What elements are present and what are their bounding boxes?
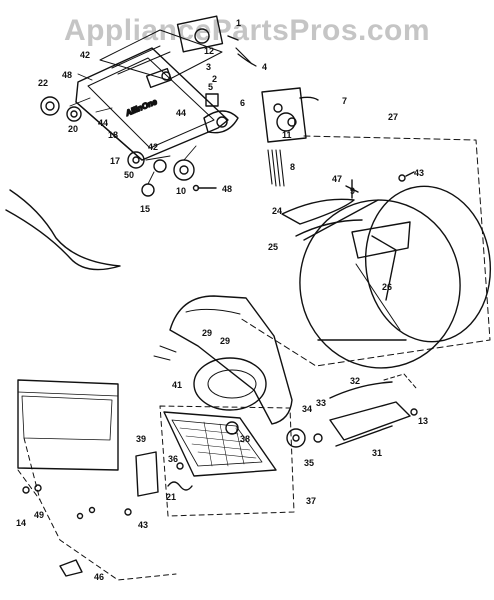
- callout-11: 11: [282, 130, 292, 140]
- door-gasket-41: [193, 357, 267, 411]
- drum-baffle: [371, 235, 397, 301]
- callout-39: 39: [136, 434, 146, 444]
- clip-36: [225, 421, 239, 435]
- selector-switch: [145, 67, 173, 89]
- callout-20: 20: [68, 124, 78, 134]
- screw-43-front: [124, 508, 132, 516]
- callout-44b: 44: [176, 108, 186, 118]
- screw-14: [22, 486, 30, 494]
- callout-4: 4: [262, 62, 267, 72]
- callout-18: 18: [108, 130, 118, 140]
- callout-1: 1: [236, 18, 241, 28]
- push-button-5: [205, 93, 219, 107]
- cabinet-side-curve: [5, 189, 121, 271]
- callout-9: 9: [350, 186, 355, 196]
- knob-20: [66, 106, 82, 122]
- callout-42a: 42: [80, 50, 90, 60]
- wires-8: [267, 149, 285, 187]
- callout-21: 21: [166, 492, 176, 502]
- callout-25: 25: [268, 242, 278, 252]
- callout-8: 8: [290, 162, 295, 172]
- callout-7: 7: [342, 96, 347, 106]
- drum: [299, 185, 492, 369]
- callout-13: 13: [418, 416, 428, 426]
- watermark: AppliancePartsPros.com: [63, 14, 431, 47]
- clip-38: [176, 462, 184, 470]
- knob-17: [127, 151, 145, 169]
- callout-6: 6: [240, 98, 245, 108]
- idler-pulley-34: [286, 428, 306, 448]
- callout-38a: 38: [240, 434, 250, 444]
- callout-44a: 44: [98, 118, 108, 128]
- wire-harness-top: [235, 47, 257, 67]
- callout-46: 46: [94, 572, 104, 582]
- screw-48: [192, 184, 217, 192]
- callout-48a: 48: [62, 70, 72, 80]
- door-catch-46: [59, 559, 83, 577]
- callout-42b: 42: [148, 142, 158, 152]
- callout-22: 22: [38, 78, 48, 88]
- callout-29a: 29: [202, 328, 212, 338]
- drum-seal-25: [295, 219, 363, 237]
- callout-3: 3: [206, 62, 211, 72]
- callout-43b: 43: [138, 520, 148, 530]
- sensor-11: [276, 112, 296, 132]
- thermostat-7: [261, 87, 319, 143]
- knob-15: [141, 183, 155, 197]
- glide-47: [345, 179, 359, 199]
- screw-13: [410, 408, 418, 416]
- control-panel: [75, 29, 229, 161]
- callout-26: 26: [382, 282, 392, 292]
- callout-41: 41: [172, 380, 182, 390]
- lint-screen-39: [135, 451, 159, 497]
- callout-24: 24: [272, 206, 282, 216]
- callout-27: 27: [388, 112, 398, 122]
- callout-33: 33: [316, 398, 326, 408]
- callout-49: 49: [34, 510, 44, 520]
- callout-5: 5: [208, 82, 213, 92]
- wire-32: [329, 381, 393, 399]
- knob-50: [153, 159, 167, 173]
- callout-43a: 43: [414, 168, 424, 178]
- drum-enclosure-outline: [239, 135, 491, 367]
- callout-29b: 29: [220, 336, 230, 346]
- callout-12: 12: [204, 46, 214, 56]
- knob-10: [173, 159, 195, 181]
- timer-part: [176, 15, 239, 53]
- callout-15: 15: [140, 204, 150, 214]
- callout-32: 32: [350, 376, 360, 386]
- callout-34: 34: [302, 404, 312, 414]
- callout-47: 47: [332, 174, 342, 184]
- screw-43-drum: [398, 171, 415, 182]
- panel-brand-label: AllinOne: [123, 97, 158, 118]
- callout-48b: 48: [222, 184, 232, 194]
- spring-21: [167, 481, 193, 491]
- callout-37: 37: [306, 496, 316, 506]
- cabinet-front-panel: [17, 379, 177, 581]
- hinge-screws: [76, 506, 96, 520]
- callout-14: 14: [16, 518, 26, 528]
- callout-36: 36: [168, 454, 178, 464]
- door-switch-31: [329, 373, 417, 447]
- drum-seal-24: [281, 198, 355, 225]
- leader-lines-panel: [69, 73, 197, 185]
- callout-10: 10: [176, 186, 186, 196]
- knob-22: [40, 96, 60, 116]
- callout-labels: 1 12 4 42 2 3 22 48 20 44 18 44 5 6 7 11…: [16, 18, 428, 582]
- screw-49: [34, 484, 42, 492]
- lint-filter-housing-37: [159, 405, 295, 517]
- bulkhead-29: [153, 295, 293, 425]
- callout-31: 31: [372, 448, 382, 458]
- callout-50: 50: [124, 170, 134, 180]
- motor-switch-6: [203, 110, 239, 134]
- idler-35: [313, 433, 323, 443]
- callout-2: 2: [212, 74, 217, 84]
- callout-35: 35: [304, 458, 314, 468]
- callout-17: 17: [110, 156, 120, 166]
